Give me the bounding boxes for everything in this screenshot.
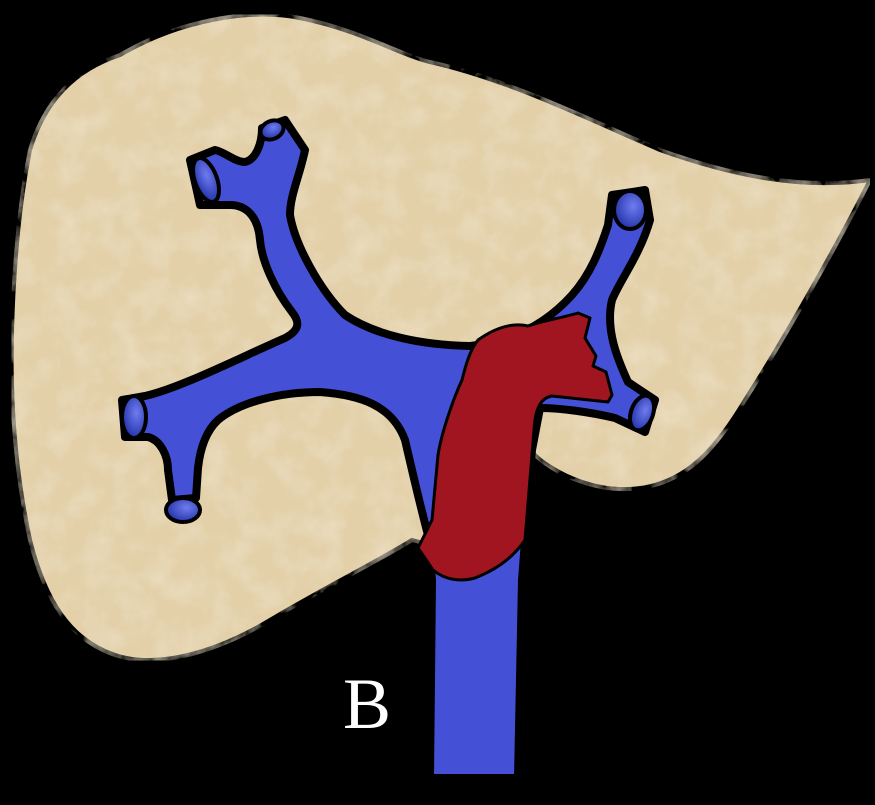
vessel-end-left xyxy=(122,396,146,438)
vessel-end-lower-left xyxy=(166,498,200,522)
vessel-end-upper-right xyxy=(614,191,646,229)
panel-label: B xyxy=(343,668,391,740)
